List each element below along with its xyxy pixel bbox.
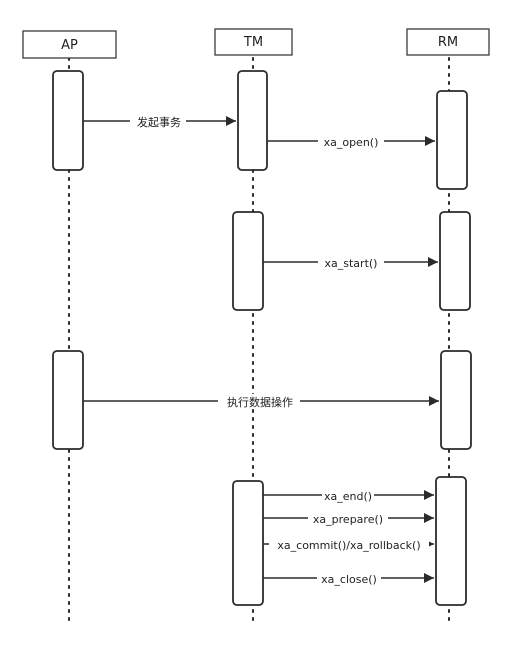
message-xa-prepare: xa_prepare() [263, 511, 434, 526]
message-label: xa_commit()/xa_rollback() [277, 539, 420, 552]
activation-rm-4 [435, 476, 467, 606]
activation-ap-2 [52, 350, 84, 450]
message-label: 发起事务 [137, 115, 181, 129]
activation-tm-3 [232, 480, 264, 606]
participant-ap-label: AP [61, 38, 78, 53]
message-xa-start: xa_start() [263, 255, 438, 270]
message-initiate-transaction: 发起事务 [83, 114, 236, 129]
message-xa-close: xa_close() [263, 571, 434, 586]
activation-tm-1 [237, 70, 268, 171]
activation-rm-2 [439, 211, 471, 311]
participant-tm: TM [214, 28, 293, 56]
message-label: xa_end() [324, 490, 372, 503]
participant-ap: AP [22, 30, 117, 59]
message-label: 执行数据操作 [227, 395, 293, 409]
activation-rm-3 [440, 350, 472, 450]
message-label: xa_start() [325, 257, 378, 270]
message-label: xa_close() [321, 573, 377, 586]
message-xa-commit-rollback: xa_commit()/xa_rollback() [263, 537, 434, 552]
participant-tm-label: TM [243, 35, 263, 50]
activation-ap-1 [52, 70, 84, 171]
participant-rm: RM [406, 28, 490, 56]
activation-tm-2 [232, 211, 264, 311]
message-label: xa_open() [324, 136, 379, 149]
message-xa-open: xa_open() [267, 134, 435, 149]
activation-rm-1 [436, 90, 468, 190]
message-execute-data-operation: 执行数据操作 [83, 394, 439, 409]
message-xa-end: xa_end() [263, 488, 434, 503]
participant-rm-label: RM [438, 35, 458, 50]
message-label: xa_prepare() [313, 513, 383, 526]
